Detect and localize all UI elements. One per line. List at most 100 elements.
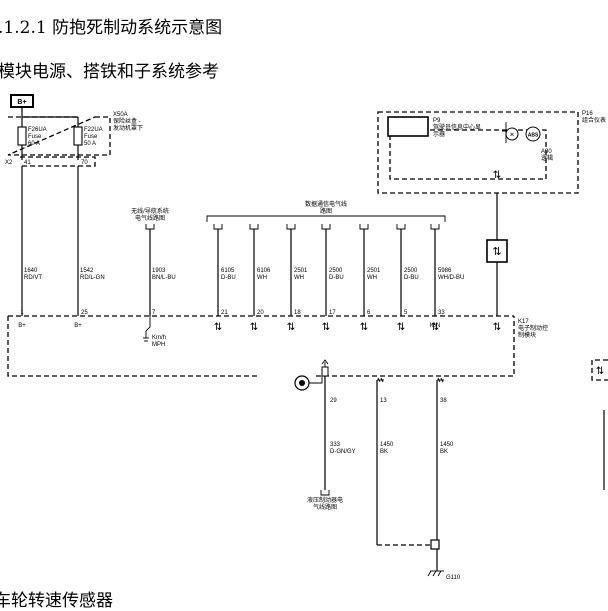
data-wire-circuit: 2500 [404,268,418,274]
wire-333-color: D-GN/GY [330,449,356,455]
data-wire-pin: 17 [329,310,336,316]
serial-data-arrow-icon: ⇅ [397,322,405,333]
serial-data-arrow-icon: ⇅ [431,322,439,333]
fuse-f22ua-symbol [73,126,83,146]
data-wire-color: WH [257,275,267,281]
data-wire-circuit: 2501 [367,268,381,274]
serial-data-arrow-icon: ⇅ [322,322,330,333]
speed-output-kmh: Km/h [152,335,166,341]
module-k17: K17 电子制动控 制模块 1 B+ 25 B+ 7 ⇅ [7,310,548,377]
svg-text:1640: 1640 [24,268,38,274]
data-wire-color: D-BU [404,275,419,281]
data-wire-pin: 18 [294,310,301,316]
data-wire-pin: 5 [404,310,408,316]
svg-text:1542: 1542 [80,268,94,274]
data-wire-circuit: 2501 [294,268,308,274]
data-wires: 6105D-BU21⇅6106WH20⇅2501WH18⇅2500D-BU17⇅… [213,224,464,333]
data-wire-pin-label: IGN [430,323,441,329]
fuse-block-name-2: 发动机罩下 [113,124,143,132]
data-wire-color: WH/D-BU [438,275,464,281]
svg-text:BK: BK [380,449,388,455]
serial-data-connector-arrow-icon: ⇅ [492,246,501,258]
fuse-block-name-1: 保险丝盒 - [113,117,141,125]
dic-name-2: 示器 [433,131,445,138]
data-wire-pin: 21 [221,310,228,316]
data-communication-reference: 数据通信电气线 路图 [206,200,446,222]
speed-output-symbol: Km/h MPH [143,316,166,348]
section-heading: .1.2.1 防抱死制动系统示意图 [0,18,223,38]
offscreen-module-arrow-icon: ⇅ [596,366,604,377]
fuse-f26ua-pin: 41 [24,160,31,166]
svg-text:电气线路图: 电气线路图 [135,214,165,222]
svg-text:13: 13 [380,398,387,404]
wire-333-circuit: 333 [330,442,341,448]
fuse-f26ua-rating: 60 A [28,141,40,147]
pin-1-label: B+ [18,323,26,329]
serial-data-arrow-icon: ⇅ [287,322,295,333]
svg-text:1450: 1450 [440,442,454,448]
data-wire-color: D-BU [329,275,344,281]
hydraulic-ref-1: 液压制动器电 [307,496,343,504]
pin-25-label: B+ [74,323,82,329]
abs-warning-lamp-icon [505,127,519,141]
ground-id: G110 [446,575,461,581]
module-name-1: 电子制动控 [518,324,548,332]
wire-1903-circuit: 1903 [152,268,166,274]
abs-indicator-icon [525,126,541,142]
fuse-f26ua-name: F26UA [28,127,47,133]
pin-29: 29 [330,398,337,404]
wire-1640: 1640 RD/VT [24,268,42,281]
svg-text:38: 38 [440,398,447,404]
svg-text:路图: 路图 [320,207,332,215]
svg-text:无线/导航系统: 无线/导航系统 [131,207,169,215]
data-wire-color: WH [367,275,377,281]
data-wire-circuit: 5986 [438,268,452,274]
abs-lamp-name: 逻辑 [541,154,553,162]
battery-terminal: B+ [10,94,34,108]
data-wire-circuit: 6106 [257,268,271,274]
svg-text:RD/L-GN: RD/L-GN [80,275,105,281]
hydraulic-ref-2: 气线路图 [313,503,337,511]
pin-1: 1 [20,310,24,316]
cluster-name: 组合仪表 [582,116,606,124]
wire-1542: 1542 RD/L-GN [80,268,105,281]
ground-g110: G110 [427,570,461,581]
dic-display-symbol [387,116,429,137]
data-wire-color: D-BU [221,275,236,281]
speed-output-mph: MPH [152,342,165,348]
fuse-f26ua-symbol [17,126,27,146]
fuse-f26ua-type: Fuse [28,134,42,140]
dic-id: P9 [433,118,441,124]
serial-data-arrow-icon: ⇅ [250,322,258,333]
fuse-connector-id: X2 [5,160,13,166]
svg-text:RD/VT: RD/VT [24,275,42,281]
abs-lamp-id: A90 [541,149,552,155]
pin-25: 25 [81,310,88,316]
svg-text:ABS: ABS [528,133,539,139]
cluster-id: P16 [582,111,593,117]
fuse-f22ua-type: Fuse [84,134,98,140]
data-wire-pin: 6 [367,310,371,316]
ground-splice-symbol [430,539,440,550]
serial-data-arrow-icon: ⇅ [360,322,368,333]
svg-text:1450: 1450 [380,442,394,448]
fuse-block-id: X50A [113,112,128,118]
data-wire-pin: 20 [257,310,264,316]
cluster-data-arrow-icon: ⇅ [493,170,501,181]
wire-1903-color: BN/L-BU [152,275,176,281]
svg-text:数据通信电气线: 数据通信电气线 [305,200,347,208]
svg-text:BK: BK [440,449,448,455]
module-name-2: 制模块 [518,331,536,339]
wireless-nav-reference: 无线/导航系统 电气线路图 1903 BN/L-BU [131,207,176,316]
svg-text:✕: ✕ [509,133,514,139]
fuse-f22ua-rating: 50 A [84,141,96,147]
ground-pin-38: 38 1450 BK [436,377,454,540]
dic-name-1: 驾驶员信息中心显 [433,123,481,131]
data-wire-circuit: 2500 [329,268,343,274]
svg-text:B+: B+ [17,99,26,106]
instrument-cluster-p16: P16 组合仪表 P9 驾驶员信息中心显 示器 ✕ ABS A90 逻辑 ⇅ [377,111,606,194]
brake-pressure-sensor [294,359,329,391]
serial-data-arrow-icon: ⇅ [214,322,222,333]
serial-data-arrow-icon: ⇅ [493,322,501,333]
